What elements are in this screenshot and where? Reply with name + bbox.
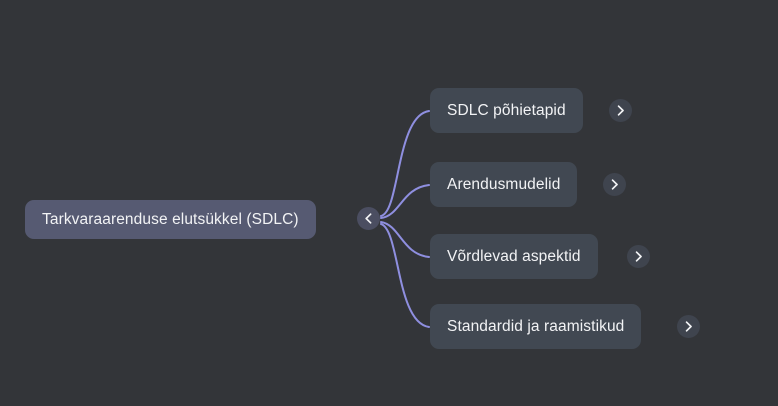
chevron-right-icon <box>610 179 619 190</box>
connector-to-child-3 <box>380 221 430 258</box>
child-node-4-expand-button[interactable] <box>677 315 700 338</box>
child-node-4-label: Standardid ja raamistikud <box>447 317 625 335</box>
chevron-right-icon <box>616 105 625 116</box>
chevron-right-icon <box>684 321 693 332</box>
root-node[interactable]: Tarkvaraarenduse elutsükkel (SDLC) <box>25 200 316 239</box>
child-node-1-expand-button[interactable] <box>609 99 632 122</box>
child-node-2[interactable]: Arendusmudelid <box>430 162 578 207</box>
child-node-2-label: Arendusmudelid <box>447 175 561 193</box>
child-node-3-label: Võrdlevad aspektid <box>447 247 581 265</box>
child-node-2-expand-button[interactable] <box>603 173 626 196</box>
root-collapse-button[interactable] <box>357 207 380 230</box>
child-node-3[interactable]: Võrdlevad aspektid <box>430 234 598 279</box>
child-node-1-label: SDLC põhietapid <box>447 101 566 119</box>
connector-to-child-1 <box>380 110 430 217</box>
connector-to-child-4 <box>380 223 430 328</box>
root-node-label: Tarkvaraarenduse elutsükkel (SDLC) <box>42 210 299 228</box>
chevron-right-icon <box>634 251 643 262</box>
child-node-1[interactable]: SDLC põhietapid <box>430 88 583 133</box>
connector-to-child-2 <box>380 184 430 219</box>
chevron-left-icon <box>364 213 373 224</box>
child-node-4[interactable]: Standardid ja raamistikud <box>430 304 642 349</box>
child-node-3-expand-button[interactable] <box>627 245 650 268</box>
